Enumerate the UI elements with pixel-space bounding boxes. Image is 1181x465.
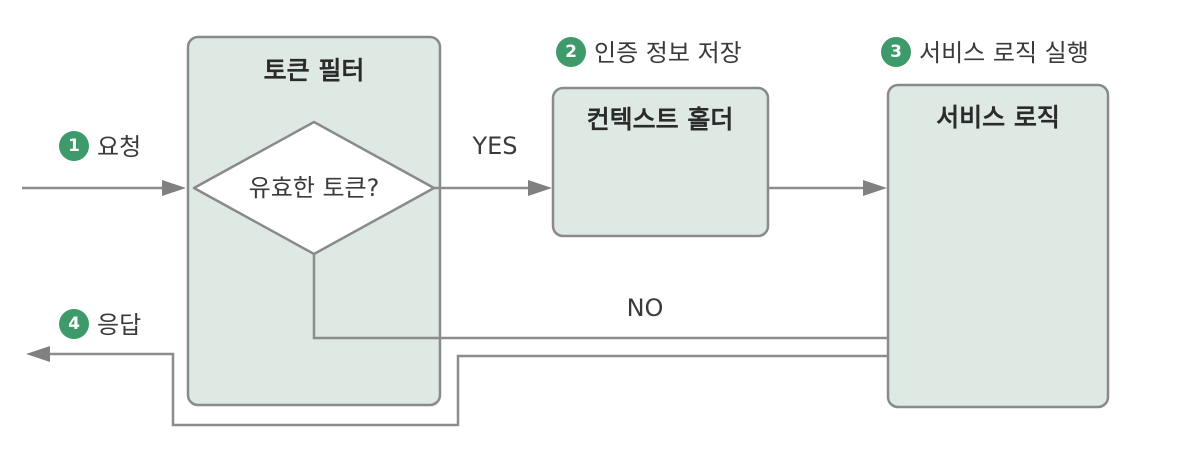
store-to-service-arrowhead xyxy=(863,180,887,196)
step-2-number: 2 xyxy=(565,42,577,62)
no-label: NO xyxy=(627,294,664,322)
step-1-label: 요청 xyxy=(97,133,141,161)
step-4-label: 응답 xyxy=(97,311,141,339)
step-1-number: 1 xyxy=(68,136,80,156)
step-3-badge xyxy=(881,37,911,67)
step-4-number: 4 xyxy=(68,314,80,334)
token-filter-title: 토큰 필터 xyxy=(264,56,365,85)
step-3-label: 서비스 로직 실행 xyxy=(919,39,1089,67)
context-holder-title: 컨텍스트 홀더 xyxy=(587,105,734,134)
service-logic-title: 서비스 로직 xyxy=(936,103,1060,132)
step-2-badge xyxy=(556,37,586,67)
yes-label: YES xyxy=(471,132,517,160)
yes-arrowhead xyxy=(528,180,552,196)
step-1-badge xyxy=(59,131,89,161)
step-3-number: 3 xyxy=(890,42,902,62)
service-logic-box xyxy=(886,83,1110,409)
step-4-badge xyxy=(59,309,89,339)
no-path xyxy=(312,254,888,340)
request-arrowhead xyxy=(162,180,186,196)
decision-label: 유효한 토큰? xyxy=(249,174,380,202)
step-2-label: 인증 정보 저장 xyxy=(594,39,742,67)
context-holder-box xyxy=(551,86,770,238)
response-arrowhead xyxy=(26,346,50,362)
response-path xyxy=(46,352,888,427)
